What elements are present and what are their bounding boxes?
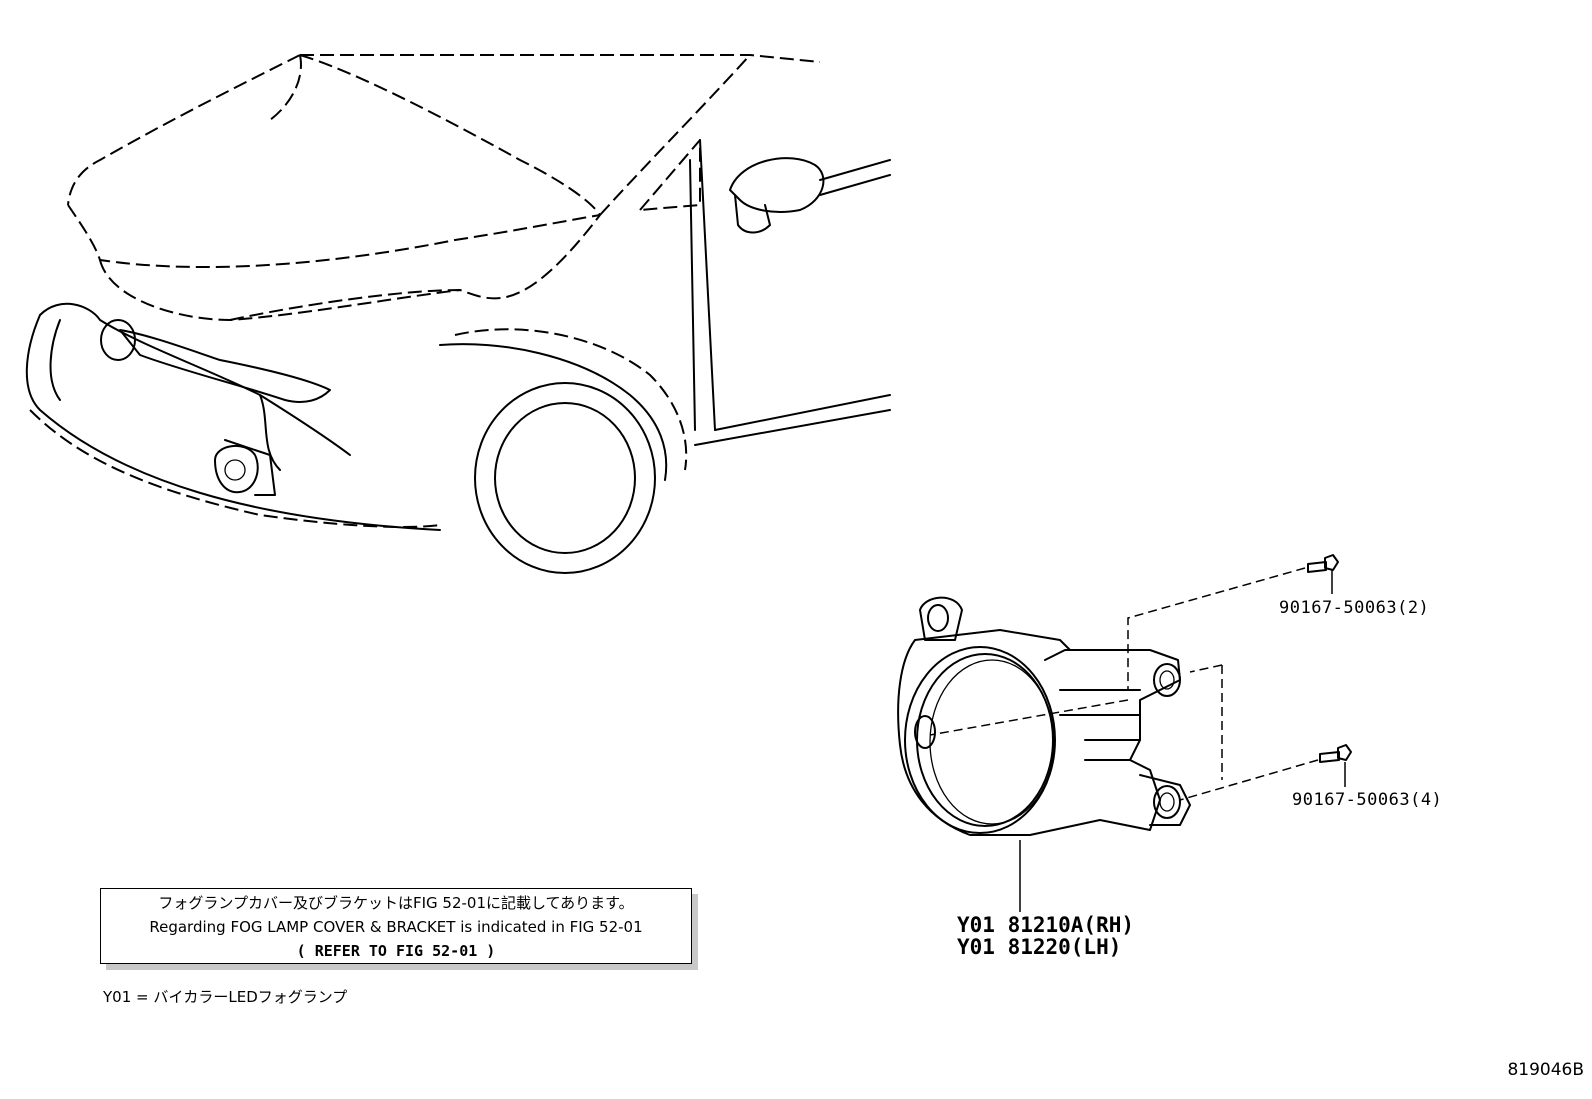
note-box: フォグランプカバー及びブラケットはFIG 52-01に記載してあります。 Reg…: [100, 888, 692, 964]
fog-lamp-drawing: [897, 596, 1191, 836]
fog-lamp-rh-label: Y01 81210A(RH): [957, 913, 1135, 937]
note-refer-line: ( REFER TO FIG 52-01 ): [296, 942, 496, 960]
bolt-upper-drawing: [1307, 554, 1339, 573]
car-illustration: [25, 54, 891, 574]
note-japanese-line: フォグランプカバー及びブラケットはFIG 52-01に記載してあります。: [158, 894, 634, 912]
leader-lines: [929, 567, 1346, 912]
note-english-line: Regarding FOG LAMP COVER & BRACKET is in…: [149, 918, 643, 936]
figure-id: 819046B: [1507, 1060, 1584, 1080]
bolt-upper-label: 90167-50063(2): [1279, 598, 1430, 618]
bolt-lower-label: 90167-50063(4): [1292, 790, 1443, 810]
fog-lamp-lh-label: Y01 81220(LH): [957, 935, 1122, 959]
bolt-lower-drawing: [1319, 744, 1352, 763]
legend-text: Y01 = バイカラーLEDフォグランプ: [103, 988, 348, 1006]
